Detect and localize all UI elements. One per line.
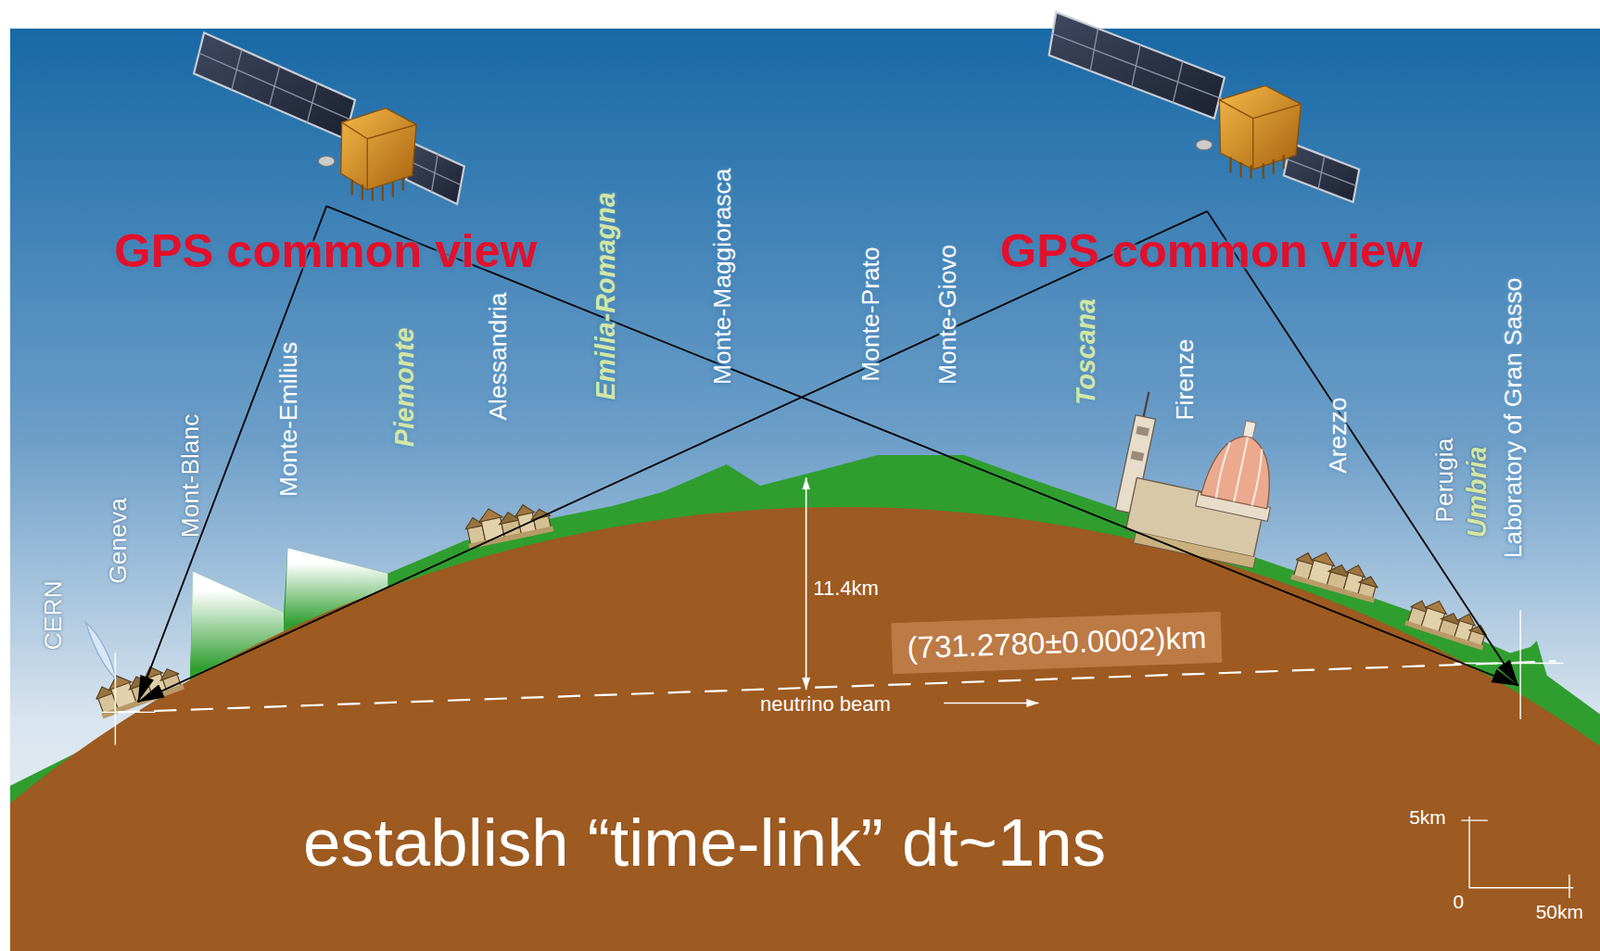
beam-direction-arrow [943, 702, 1039, 705]
antenna-array [352, 177, 404, 202]
solar-panel [193, 32, 356, 139]
gps-signal-lines [138, 205, 1519, 702]
place-name: Monte-Maggiorasca [710, 168, 735, 386]
solar-panel [1049, 12, 1225, 118]
scale-label: 50km [1536, 901, 1584, 922]
panel-grid [1052, 28, 1220, 103]
dimension-label: 11.4km [812, 577, 879, 598]
tower-window [1130, 450, 1145, 461]
scale-bar [1460, 816, 1574, 899]
crosshair [101, 653, 155, 746]
place-name: Perugia [1432, 438, 1457, 523]
panel-grid [199, 49, 351, 123]
lantern [1243, 420, 1257, 438]
region-name: Toscana [1072, 298, 1100, 406]
heading-label: GPS common view [114, 227, 537, 275]
gps-satellite [193, 32, 465, 204]
place-name: Alessandria [485, 292, 510, 420]
place-name: Laboratory of Gran Sasso [1500, 278, 1525, 559]
place-name: CERN [40, 580, 65, 650]
florence-cathedral [1109, 390, 1289, 570]
town-icon [1404, 593, 1493, 651]
earth-crust [10, 507, 1600, 951]
heading-label: GPS common view [1000, 227, 1423, 275]
place-name: Geneva [105, 497, 130, 585]
dome-ribs [1215, 431, 1267, 507]
distance-box: (731.2780±0.0002)km [890, 611, 1222, 674]
dish [1195, 139, 1213, 151]
depth-arrow [805, 477, 808, 690]
region-name: Piemonte [391, 327, 419, 447]
scale-label: 0 [1452, 891, 1464, 912]
place-name: Firenze [1172, 338, 1197, 420]
sky [10, 28, 1600, 951]
region-name: Umbria [1463, 446, 1491, 539]
distance-value: (731.2780±0.0002)km [905, 619, 1207, 667]
caption-text: establish “time-link” dt~1ns [303, 808, 1106, 877]
green-surface [10, 455, 1600, 951]
place-name: Monte-Giovo [935, 244, 960, 385]
solar-panel [406, 142, 465, 204]
place-name: Monte-Emilius [276, 342, 301, 497]
satellite-body [341, 108, 417, 191]
antenna-array [1231, 154, 1284, 178]
town-icon [462, 496, 555, 550]
tower-window [1135, 425, 1150, 436]
spire [1143, 392, 1150, 418]
place-name: Mont-Blanc [177, 414, 203, 539]
region-name: Emilia-Romagna [591, 191, 619, 400]
place-name: Monte-Prato [858, 246, 883, 381]
cern-feather [85, 622, 116, 681]
signal-line [1206, 211, 1519, 686]
place-name: Arezzo [1325, 397, 1350, 474]
satellite-body [1219, 85, 1301, 169]
town-icon [1290, 545, 1384, 603]
signal-line [138, 211, 1208, 703]
dish [317, 155, 335, 166]
crosshair [1454, 609, 1564, 720]
signal-line [326, 205, 1519, 686]
dome [1201, 429, 1282, 509]
panel-grid [1286, 155, 1357, 189]
panel-grid [408, 153, 460, 192]
gps-satellite [1049, 12, 1360, 203]
beam-label: neutrino beam [760, 694, 891, 715]
scale-label: 5km [1409, 808, 1447, 828]
